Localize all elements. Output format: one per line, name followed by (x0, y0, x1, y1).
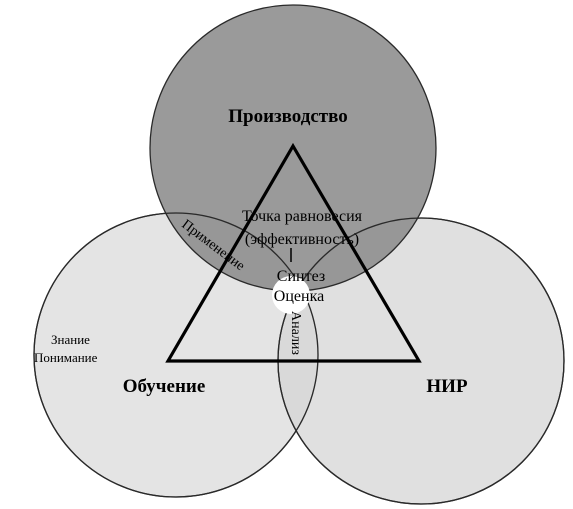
center-item-evaluation: Оценка (274, 288, 324, 305)
education-circle-outline (33, 212, 319, 498)
center-item-synthesis: Синтез (277, 268, 325, 285)
equilibrium-point-highlight (272, 276, 310, 314)
center-title-line2: (эффективность) (245, 231, 359, 248)
center-title-line1: Точка равновесия (242, 208, 363, 225)
edge-label-analysis: Анализ (288, 311, 303, 355)
research-label: НИР (426, 376, 468, 397)
education-note-knowledge: Знание (51, 332, 90, 347)
central-triangle (165, 142, 422, 363)
education-note-understanding: Понимание (34, 350, 98, 365)
production-label: Производство (228, 106, 348, 127)
education-label: Обучение (123, 376, 206, 397)
